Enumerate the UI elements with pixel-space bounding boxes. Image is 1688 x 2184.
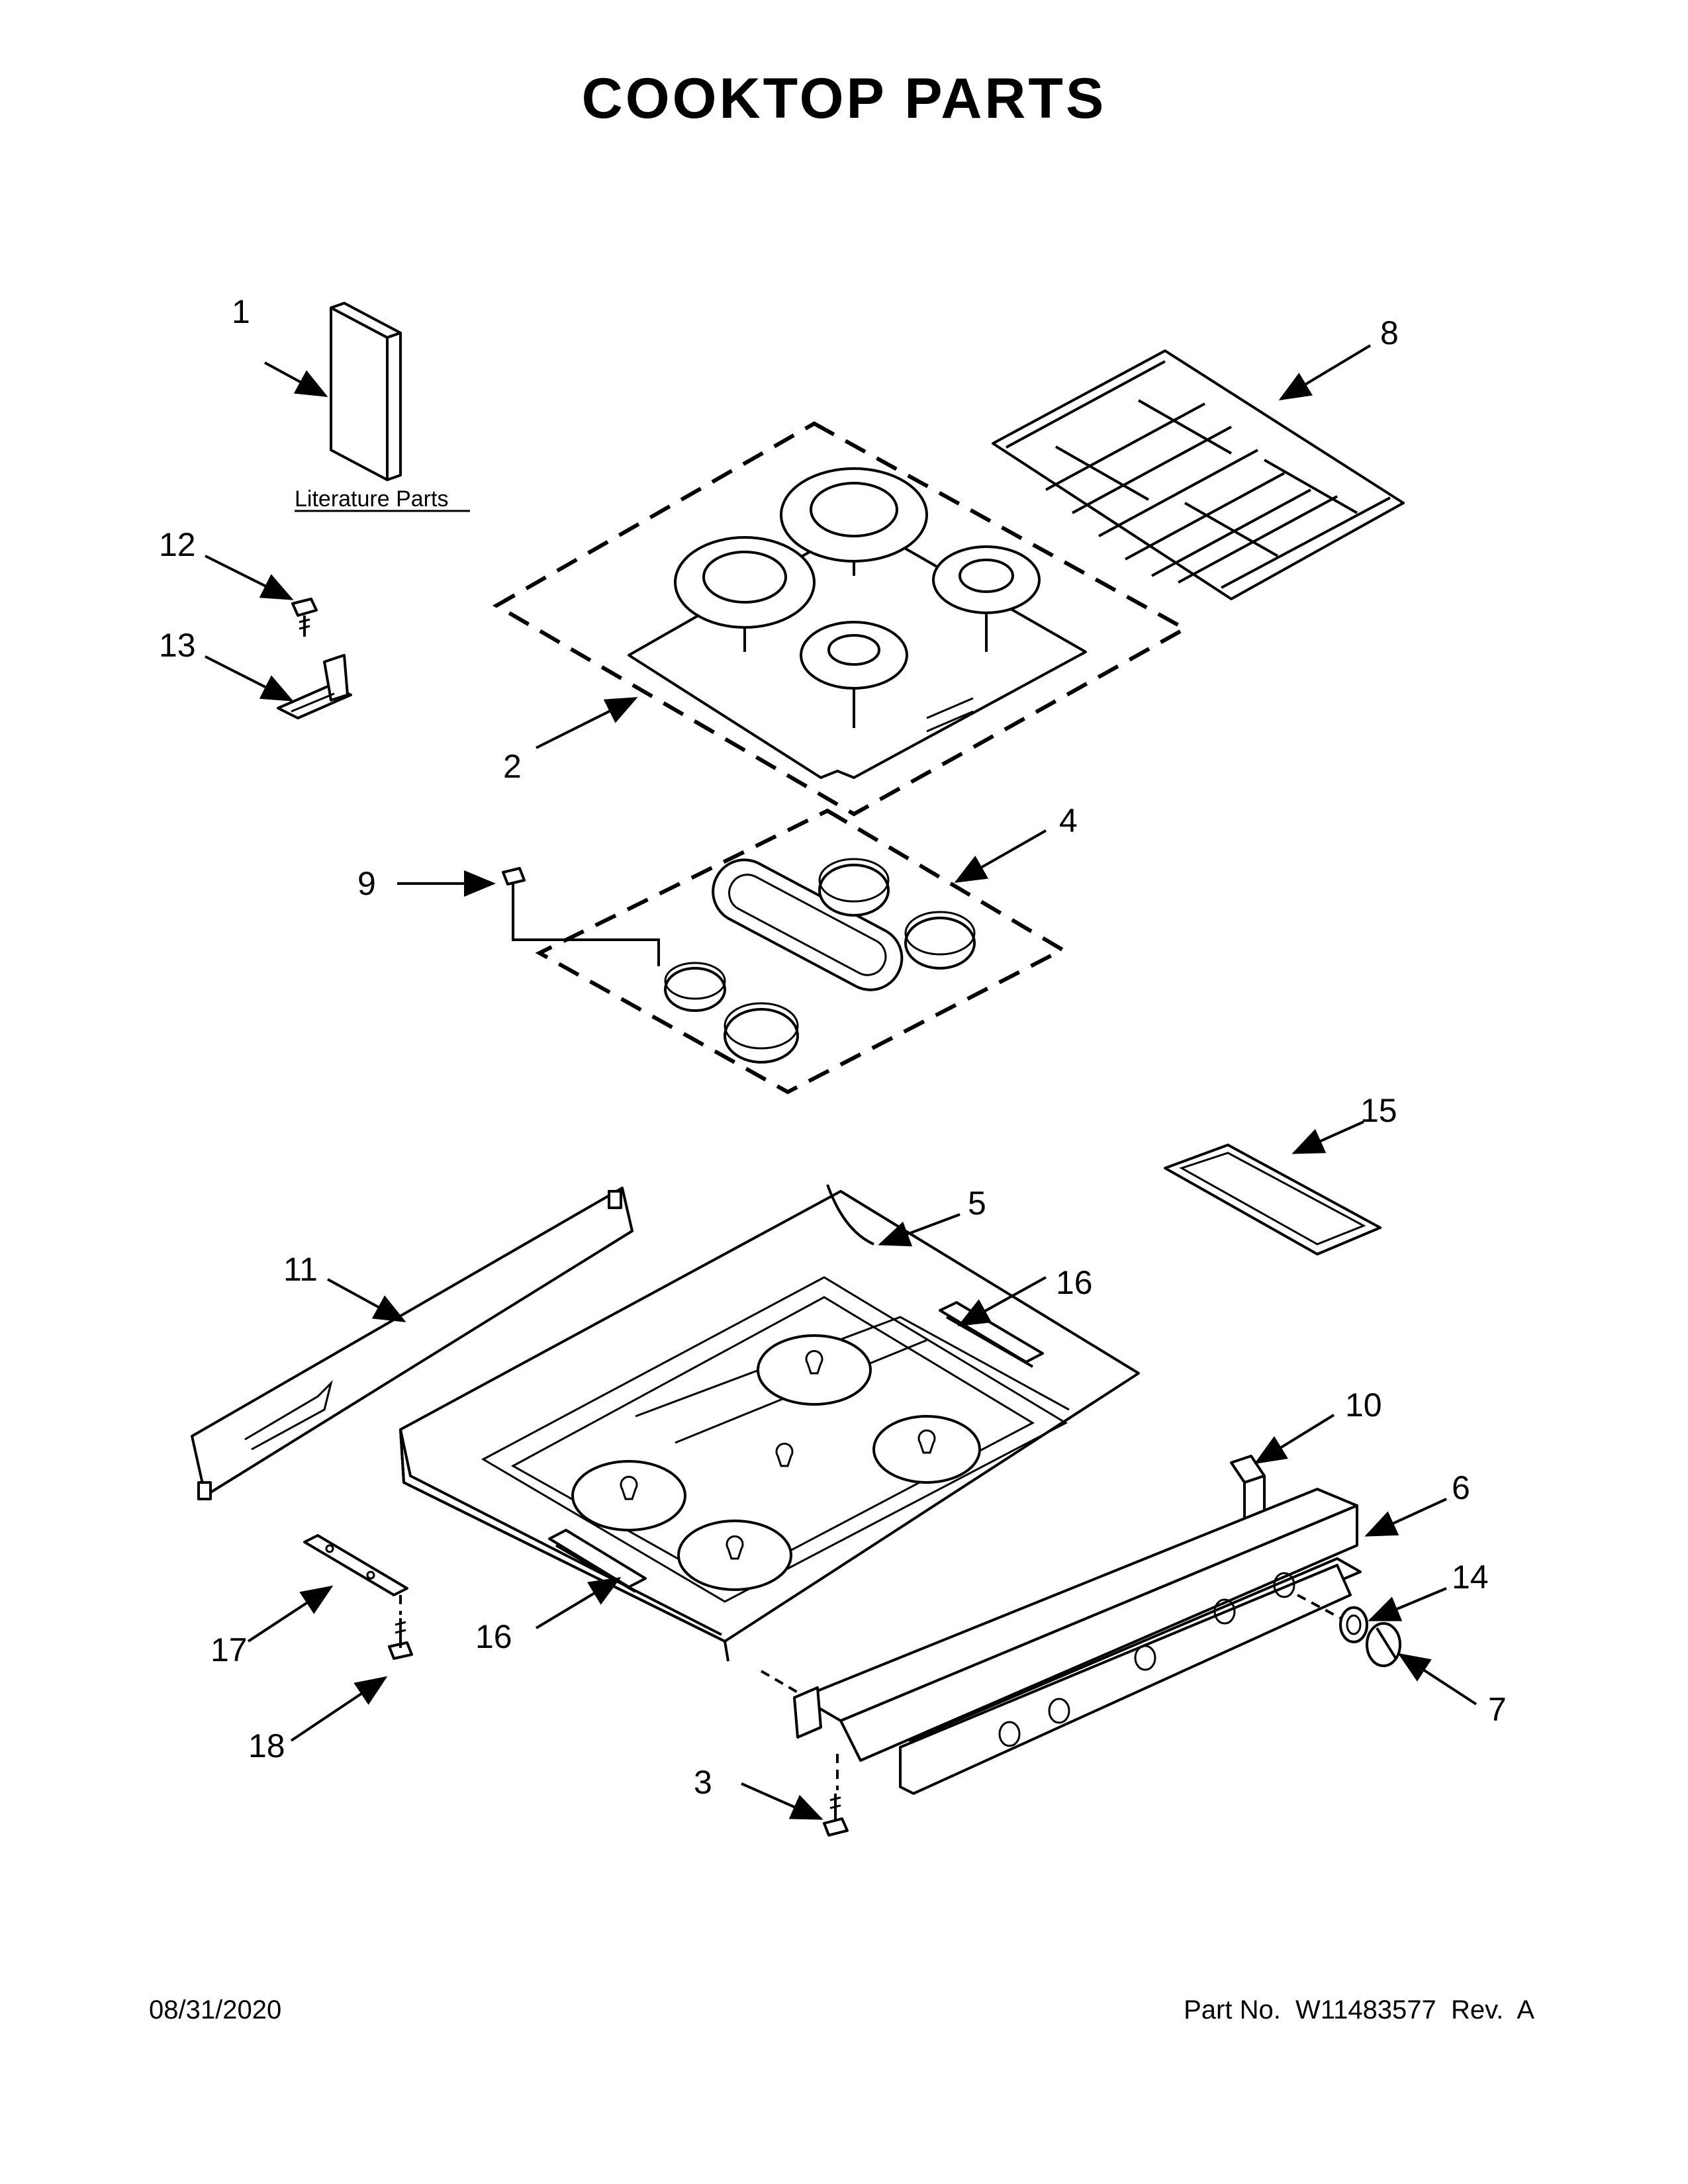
callout-10: 10	[1345, 1387, 1382, 1424]
callout-9: 9	[357, 865, 376, 902]
part-13-bracket	[277, 654, 352, 719]
callout-14: 14	[1452, 1559, 1489, 1596]
footer-part-number: Part No. W11483577 Rev. A	[1184, 1995, 1534, 2025]
leader-arrows	[205, 344, 1477, 1820]
part-15-panel	[1164, 1144, 1382, 1255]
part-2-cooktop	[492, 421, 1190, 817]
callout-18: 18	[248, 1727, 285, 1764]
literature-parts-label: Literature Parts	[295, 486, 448, 512]
part-8-grates	[992, 349, 1405, 600]
part-18-screw	[388, 1618, 413, 1660]
part-7-knob	[1366, 1622, 1401, 1667]
part-3-screw	[823, 1794, 849, 1837]
callout-11: 11	[283, 1251, 318, 1288]
footer-date: 08/31/2020	[149, 1995, 282, 2025]
part-1-literature: Literature Parts	[295, 302, 470, 512]
page-title: COOKTOP PARTS	[581, 67, 1107, 130]
callout-16-right: 16	[1056, 1264, 1093, 1301]
part-4-burners	[512, 808, 1067, 1095]
callout-16-left: 16	[475, 1618, 512, 1655]
callout-13: 13	[159, 627, 196, 664]
callout-1: 1	[232, 293, 250, 330]
callout-12: 12	[159, 526, 196, 563]
part-11-rear-panel	[191, 1187, 633, 1500]
callout-2: 2	[503, 748, 522, 785]
part-17-plate	[303, 1534, 408, 1596]
callout-8: 8	[1380, 314, 1399, 351]
callout-6: 6	[1452, 1469, 1470, 1506]
callout-3: 3	[694, 1764, 712, 1801]
part-12-screw	[291, 598, 318, 637]
part-14-bezel	[1339, 1606, 1368, 1643]
part-9-screw	[502, 867, 526, 900]
part-16-bracket-left	[548, 1529, 647, 1593]
callout-5: 5	[968, 1185, 986, 1222]
callout-4: 4	[1059, 802, 1078, 839]
callout-15: 15	[1360, 1092, 1397, 1129]
callout-7: 7	[1488, 1691, 1507, 1728]
callout-17: 17	[211, 1631, 248, 1668]
part-6-manifold-panel	[793, 1488, 1362, 1795]
